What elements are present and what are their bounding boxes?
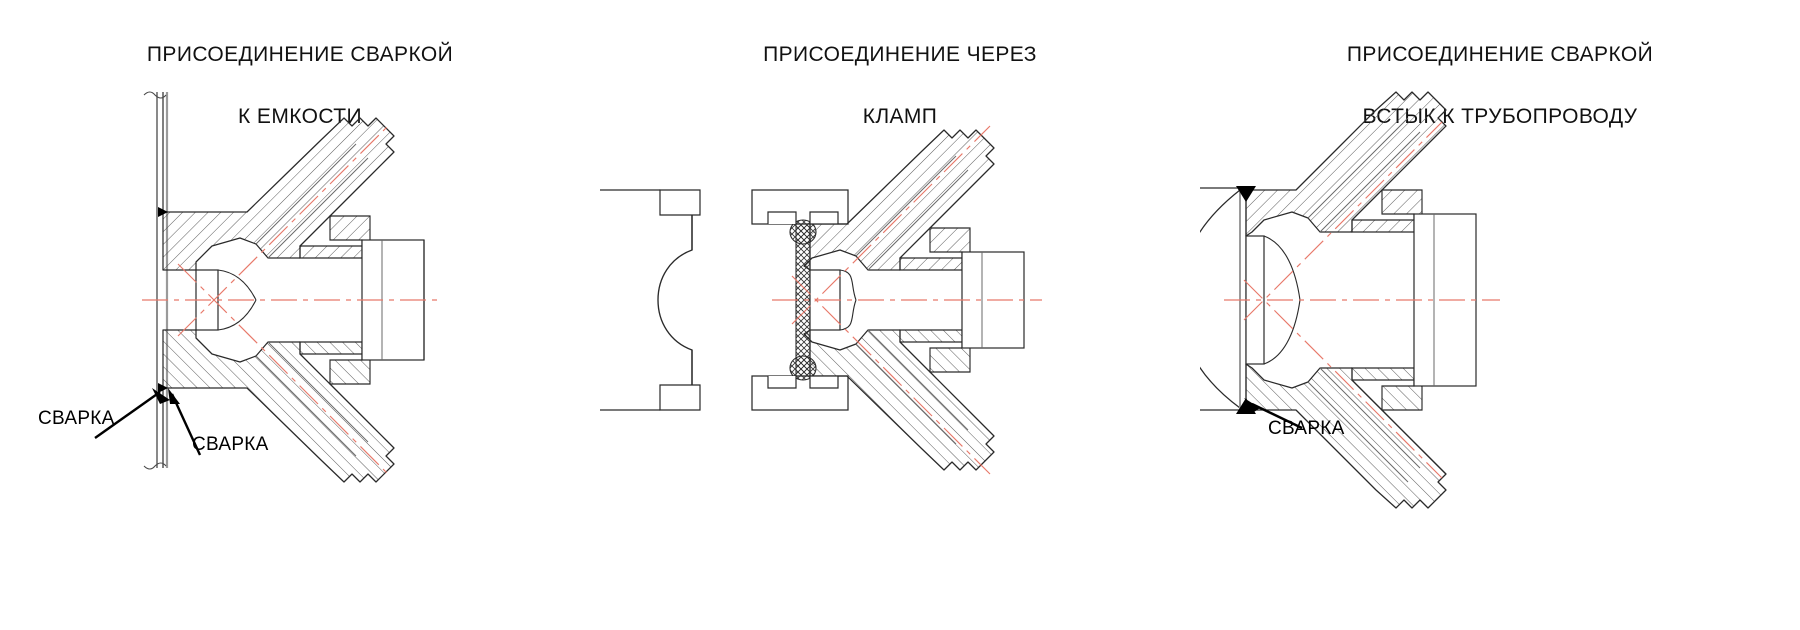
centerline-branch-upper bbox=[1243, 121, 1443, 321]
ferrule-vessel-side-p2 bbox=[659, 189, 701, 411]
branch-bore-lines-p3 bbox=[1307, 117, 1421, 483]
centerline-branch-upper bbox=[791, 125, 991, 325]
title-line-1: ПРИСОЕДИНЕНИЕ ЧЕРЕЗ bbox=[763, 43, 1037, 66]
panel-weld-to-vessel: ПРИСОЕДИНЕНИЕ СВАРКОЙ К ЕМКОСТИ bbox=[0, 0, 600, 630]
centerlines-p1 bbox=[142, 123, 442, 477]
vessel-wall-p1 bbox=[143, 91, 169, 470]
diagram-weld-to-vessel bbox=[94, 91, 442, 483]
title-line-1: ПРИСОЕДИНЕНИЕ СВАРКОЙ bbox=[1346, 43, 1654, 66]
weld-label-left: СВАРКА bbox=[38, 408, 115, 429]
centerlines-p3 bbox=[1224, 121, 1500, 479]
diagram-clamp-connection bbox=[600, 125, 1042, 475]
valve-body-section-p3 bbox=[1245, 91, 1477, 509]
pipe-transition-p3 bbox=[1200, 187, 1247, 411]
panel-clamp-connection: ПРИСОЕДИНЕНИЕ ЧЕРЕЗ КЛАМП bbox=[600, 0, 1200, 630]
panel-butt-weld-to-pipeline: ПРИСОЕДИНЕНИЕ СВАРКОЙ ВСТЫК К ТРУБОПРОВО… bbox=[1200, 0, 1800, 630]
ferrule-lips-p2 bbox=[767, 211, 839, 389]
title-line-2: К ЕМКОСТИ bbox=[238, 105, 362, 128]
leader-lines-p1 bbox=[94, 388, 202, 456]
panel-title-weld-to-vessel: ПРИСОЕДИНЕНИЕ СВАРКОЙ К ЕМКОСТИ bbox=[0, 8, 600, 163]
weld-label-butt: СВАРКА bbox=[1268, 418, 1345, 439]
centerline-branch-lower bbox=[791, 275, 991, 475]
panel-title-clamp: ПРИСОЕДИНЕНИЕ ЧЕРЕЗ КЛАМП bbox=[600, 8, 1200, 163]
centerline-branch-lower bbox=[1243, 279, 1443, 479]
branch-bore-lines-p2 bbox=[855, 155, 969, 445]
butt-weld-markers-p3 bbox=[1236, 186, 1256, 414]
vessel-ferrule-p2 bbox=[600, 189, 693, 411]
panel-title-butt-weld: ПРИСОЕДИНЕНИЕ СВАРКОЙ ВСТЫК К ТРУБОПРОВО… bbox=[1200, 8, 1800, 163]
diagram-butt-weld-to-pipeline bbox=[1200, 91, 1500, 509]
title-line-2: КЛАМП bbox=[862, 105, 938, 128]
branch-bore-lines-p1 bbox=[255, 143, 369, 457]
leader-line-p3 bbox=[1244, 398, 1303, 430]
weld-markers-p1 bbox=[158, 207, 168, 393]
title-line-1: ПРИСОЕДИНЕНИЕ СВАРКОЙ bbox=[146, 43, 454, 66]
weld-label-right: СВАРКА bbox=[192, 434, 269, 455]
centerlines-p2 bbox=[772, 125, 1042, 475]
centerline-branch-upper bbox=[177, 123, 391, 337]
centerline-branch-lower bbox=[177, 263, 391, 477]
